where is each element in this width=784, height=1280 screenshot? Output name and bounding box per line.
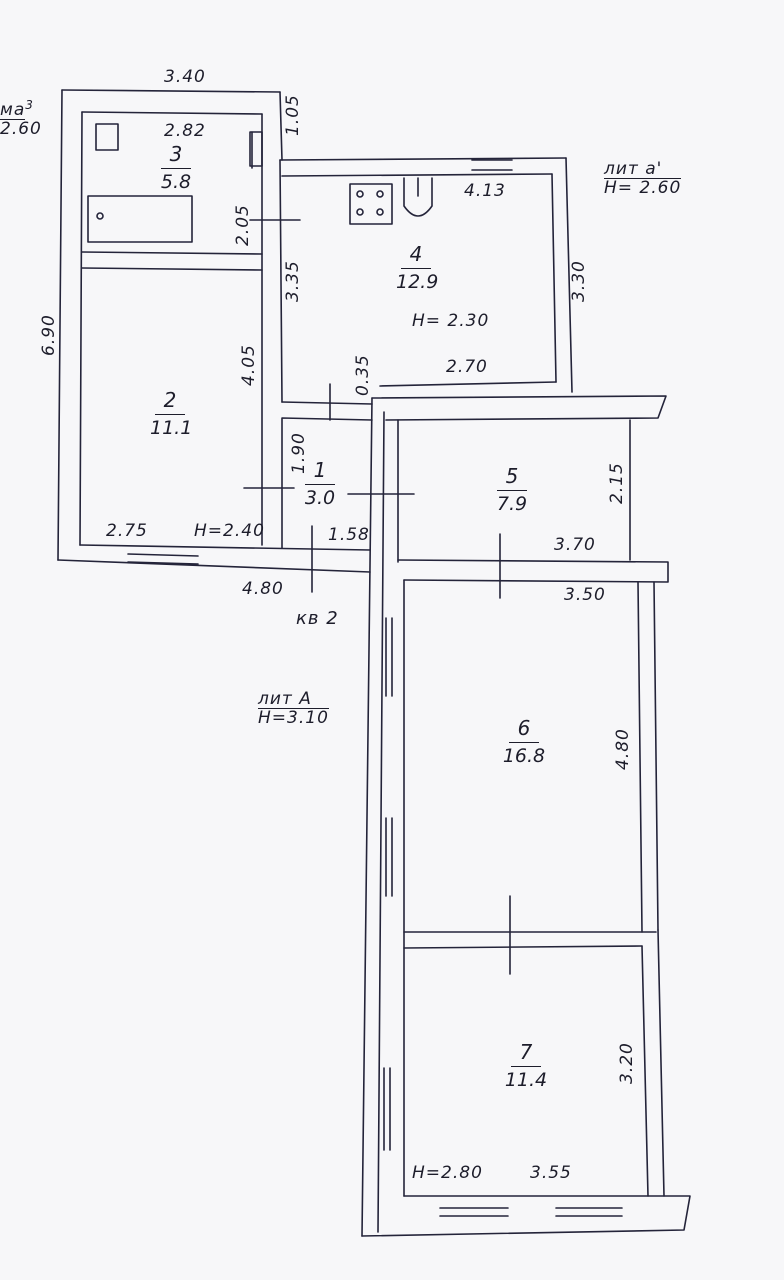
wall-kitchen-south bbox=[281, 381, 557, 405]
apartment-label: кв 2 bbox=[296, 608, 339, 629]
room-2-area: 11.1 bbox=[150, 417, 193, 439]
lit-A-height: H=3.10 bbox=[258, 708, 329, 728]
lit-a3-label: ма bbox=[0, 100, 26, 121]
wall-bottom bbox=[361, 1195, 691, 1237]
lit-a3-block: ма3 2.60 bbox=[0, 96, 42, 138]
room-4-area: 12.9 bbox=[396, 271, 439, 293]
wall-outer-west bbox=[57, 89, 63, 561]
dim-3-30: 3.30 bbox=[569, 260, 589, 302]
lit-a1-block: лит а' H= 2.60 bbox=[604, 160, 682, 198]
room-4-number: 4 bbox=[409, 242, 423, 266]
bathtub bbox=[87, 195, 193, 243]
height-main: H=2.80 bbox=[412, 1163, 483, 1183]
dim-2-15: 2.15 bbox=[607, 462, 627, 504]
wall-outer-north bbox=[61, 89, 281, 93]
room-1-label: 1 3.0 bbox=[300, 458, 340, 509]
dim-1-05: 1.05 bbox=[283, 94, 303, 136]
room-5-label: 5 7.9 bbox=[492, 464, 532, 515]
window-south-left bbox=[127, 553, 199, 565]
dim-2-82: 2.82 bbox=[164, 121, 206, 141]
dim-4-80-room6: 4.80 bbox=[613, 728, 633, 770]
height-left-wing: H=2.40 bbox=[194, 521, 265, 541]
room-6-label: 6 16.8 bbox=[500, 716, 548, 767]
dim-1-58: 1.58 bbox=[328, 525, 370, 545]
dim-6-90: 6.90 bbox=[39, 314, 59, 356]
bathtub-drain bbox=[96, 212, 104, 220]
height-kitchen: H= 2.30 bbox=[412, 311, 490, 331]
dim-3-50: 3.50 bbox=[564, 585, 606, 605]
lit-a3-height: 2.60 bbox=[0, 119, 42, 140]
room-3-label: 3 5.8 bbox=[156, 142, 196, 193]
dim-3-20: 3.20 bbox=[617, 1042, 637, 1084]
lit-A-block: лит А H=3.10 bbox=[258, 690, 329, 727]
toilet bbox=[95, 123, 119, 151]
window-west bbox=[383, 617, 393, 1151]
wall-room5-box bbox=[397, 419, 631, 563]
wall-main-north bbox=[371, 395, 667, 421]
wall-inner-south bbox=[79, 544, 371, 551]
lit-a3-sup: 3 bbox=[25, 98, 34, 112]
dim-4-80-hall: 4.80 bbox=[242, 579, 284, 599]
room-7-label: 7 11.4 bbox=[502, 1040, 550, 1091]
room-2-number: 2 bbox=[163, 388, 177, 412]
wall-inner-north bbox=[81, 111, 263, 115]
wall-partition-bath bbox=[81, 251, 263, 271]
lit-A-label: лит А bbox=[258, 690, 329, 709]
wall-main-west-outer bbox=[361, 397, 373, 1237]
room-7-number: 7 bbox=[519, 1040, 533, 1064]
lit-a1-height: H= 2.60 bbox=[604, 178, 682, 198]
room-1-number: 1 bbox=[313, 458, 327, 482]
wall-center-outer bbox=[261, 91, 283, 546]
room-6-area: 16.8 bbox=[502, 745, 546, 767]
room-5-area: 7.9 bbox=[496, 493, 528, 515]
room-3-number: 3 bbox=[169, 142, 183, 166]
room-4-label: 4 12.9 bbox=[396, 242, 439, 293]
kitchen-sink bbox=[403, 177, 433, 217]
dim-3-35: 3.35 bbox=[283, 260, 303, 302]
dim-1-90: 1.90 bbox=[289, 432, 309, 474]
wall-kitchen-east bbox=[551, 157, 573, 393]
room-3-area: 5.8 bbox=[160, 171, 192, 193]
stove bbox=[349, 183, 393, 225]
dim-3-70: 3.70 bbox=[554, 535, 596, 555]
room-2-label: 2 11.1 bbox=[150, 388, 193, 439]
door-marks bbox=[243, 131, 511, 975]
window-top bbox=[471, 159, 513, 171]
vent-box bbox=[249, 131, 263, 167]
wall-room7-east bbox=[641, 929, 665, 1197]
lit-a1-label: лит а' bbox=[604, 160, 682, 179]
wall-kitchen-north bbox=[279, 157, 567, 177]
room-6-number: 6 bbox=[517, 716, 531, 740]
window-bottom bbox=[439, 1207, 623, 1217]
wall-room6-east bbox=[637, 581, 659, 933]
dim-2-75: 2.75 bbox=[106, 521, 148, 541]
wall-hall bbox=[281, 417, 373, 549]
room-1-area: 3.0 bbox=[304, 487, 336, 509]
dim-0-35: 0.35 bbox=[353, 354, 373, 396]
dim-4-05: 4.05 bbox=[239, 344, 259, 386]
dim-3-40: 3.40 bbox=[164, 67, 206, 87]
room-5-number: 5 bbox=[505, 464, 519, 488]
dim-3-55: 3.55 bbox=[530, 1163, 572, 1183]
dim-2-70: 2.70 bbox=[446, 357, 488, 377]
wall-room6-south bbox=[403, 931, 657, 949]
wall-room5-south bbox=[397, 559, 669, 583]
dim-4-13: 4.13 bbox=[464, 181, 506, 201]
wall-inner-west bbox=[79, 111, 83, 546]
dim-2-05: 2.05 bbox=[233, 204, 253, 246]
room-7-area: 11.4 bbox=[504, 1069, 548, 1091]
wall-outer-south bbox=[57, 559, 371, 573]
wall-main-west-inner bbox=[377, 411, 385, 1233]
